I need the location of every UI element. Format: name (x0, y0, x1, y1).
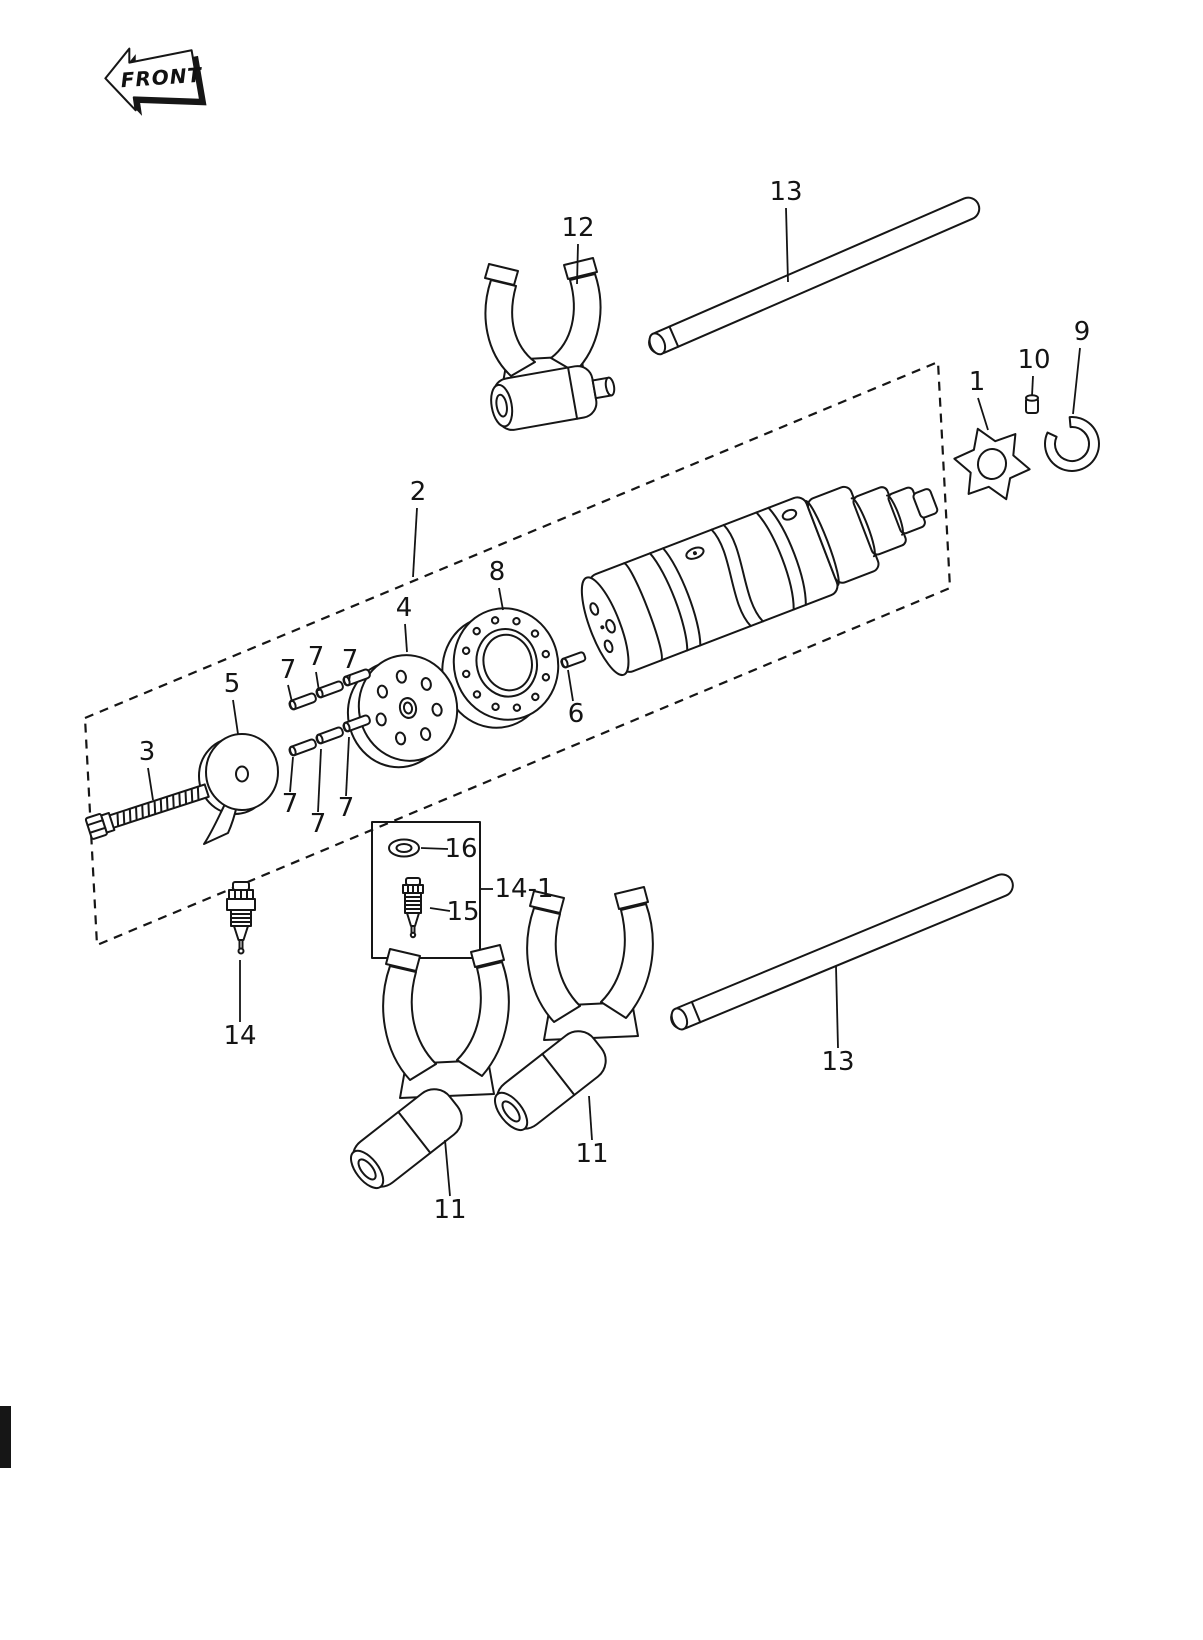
front-arrow-icon (104, 47, 202, 112)
callout-label: 5 (224, 669, 241, 699)
pin (288, 738, 317, 757)
washer (388, 838, 420, 858)
callout-9: 9 (1072, 317, 1091, 415)
drum-assembly-outline (83, 360, 952, 947)
callout-14-1: 14-1 (481, 874, 554, 904)
callout-label: 13 (769, 177, 802, 207)
callout-label: 7 (310, 809, 327, 839)
callout-11-left: 11 (433, 1139, 467, 1225)
callout-15: 15 (429, 897, 480, 927)
callout-7b: 7 (308, 642, 325, 692)
pin (315, 680, 344, 699)
callout-7a: 7 (280, 655, 297, 703)
callout-label: 2 (410, 477, 427, 507)
drum-pin-plate (346, 654, 459, 769)
detail-box (371, 821, 481, 959)
front-arrow: FRONT (104, 47, 207, 116)
pin-10 (1025, 394, 1039, 414)
callout-5: 5 (224, 669, 241, 735)
callout-4: 4 (396, 593, 413, 653)
callout-2: 2 (410, 477, 427, 578)
callout-label: 13 (821, 1047, 854, 1077)
callout-16: 16 (420, 834, 478, 864)
snap-ring (1044, 416, 1100, 472)
callout-label: 4 (396, 593, 413, 623)
pin (342, 668, 371, 687)
callout-label: 7 (282, 789, 299, 819)
dowel-pin (560, 651, 587, 669)
neutral-switch (226, 881, 256, 955)
callout-label: 6 (568, 699, 585, 729)
callout-13-top: 13 (769, 177, 803, 283)
pin (315, 726, 344, 745)
callout-label: 3 (139, 737, 156, 767)
callout-3: 3 (139, 737, 156, 801)
shift-fork-top (484, 257, 616, 431)
callout-12: 12 (561, 213, 595, 285)
callout-7c: 7 (342, 645, 359, 682)
pin (342, 714, 371, 733)
callout-label: 10 (1017, 345, 1050, 375)
shift-rod-bottom (670, 873, 1014, 1031)
callout-11-right: 11 (575, 1095, 609, 1169)
callout-label: 7 (308, 642, 325, 672)
callout-1: 1 (969, 367, 989, 431)
callout-6: 6 (567, 669, 585, 729)
callout-label: 14-1 (494, 874, 553, 904)
callout-label: 15 (446, 897, 479, 927)
switch-screw (402, 877, 424, 939)
front-label: FRONT (120, 63, 203, 93)
callout-label: 8 (489, 557, 506, 587)
callout-7e: 7 (310, 748, 327, 839)
callout-10: 10 (1017, 345, 1051, 397)
shift-fork-left (341, 944, 510, 1198)
cam-stopper-plate (198, 733, 279, 845)
positioning-plate (953, 427, 1031, 501)
callout-label: 12 (561, 213, 594, 243)
callout-label: 11 (575, 1139, 608, 1169)
bolt (84, 783, 210, 840)
callout-label: 1 (969, 367, 986, 397)
callout-13-bottom: 13 (821, 965, 855, 1077)
callout-label: 7 (342, 645, 359, 675)
callout-label: 11 (433, 1195, 466, 1225)
callout-8: 8 (489, 557, 506, 611)
callout-label: 16 (444, 834, 477, 864)
callout-label: 7 (338, 793, 355, 823)
callout-label: 9 (1074, 317, 1091, 347)
callout-label: 7 (280, 655, 297, 685)
shift-fork-right (485, 886, 654, 1140)
bearing (441, 607, 560, 729)
callout-label: 14 (223, 1021, 256, 1051)
shift-rod-top (648, 196, 981, 356)
gear-change-drum (580, 485, 939, 677)
callout-7d: 7 (282, 756, 299, 819)
callout-14: 14 (223, 960, 257, 1051)
callout-7f: 7 (338, 736, 355, 823)
print-artifact (0, 1406, 11, 1468)
callouts: 12 13 9 10 1 2 8 4 (139, 177, 1091, 1225)
